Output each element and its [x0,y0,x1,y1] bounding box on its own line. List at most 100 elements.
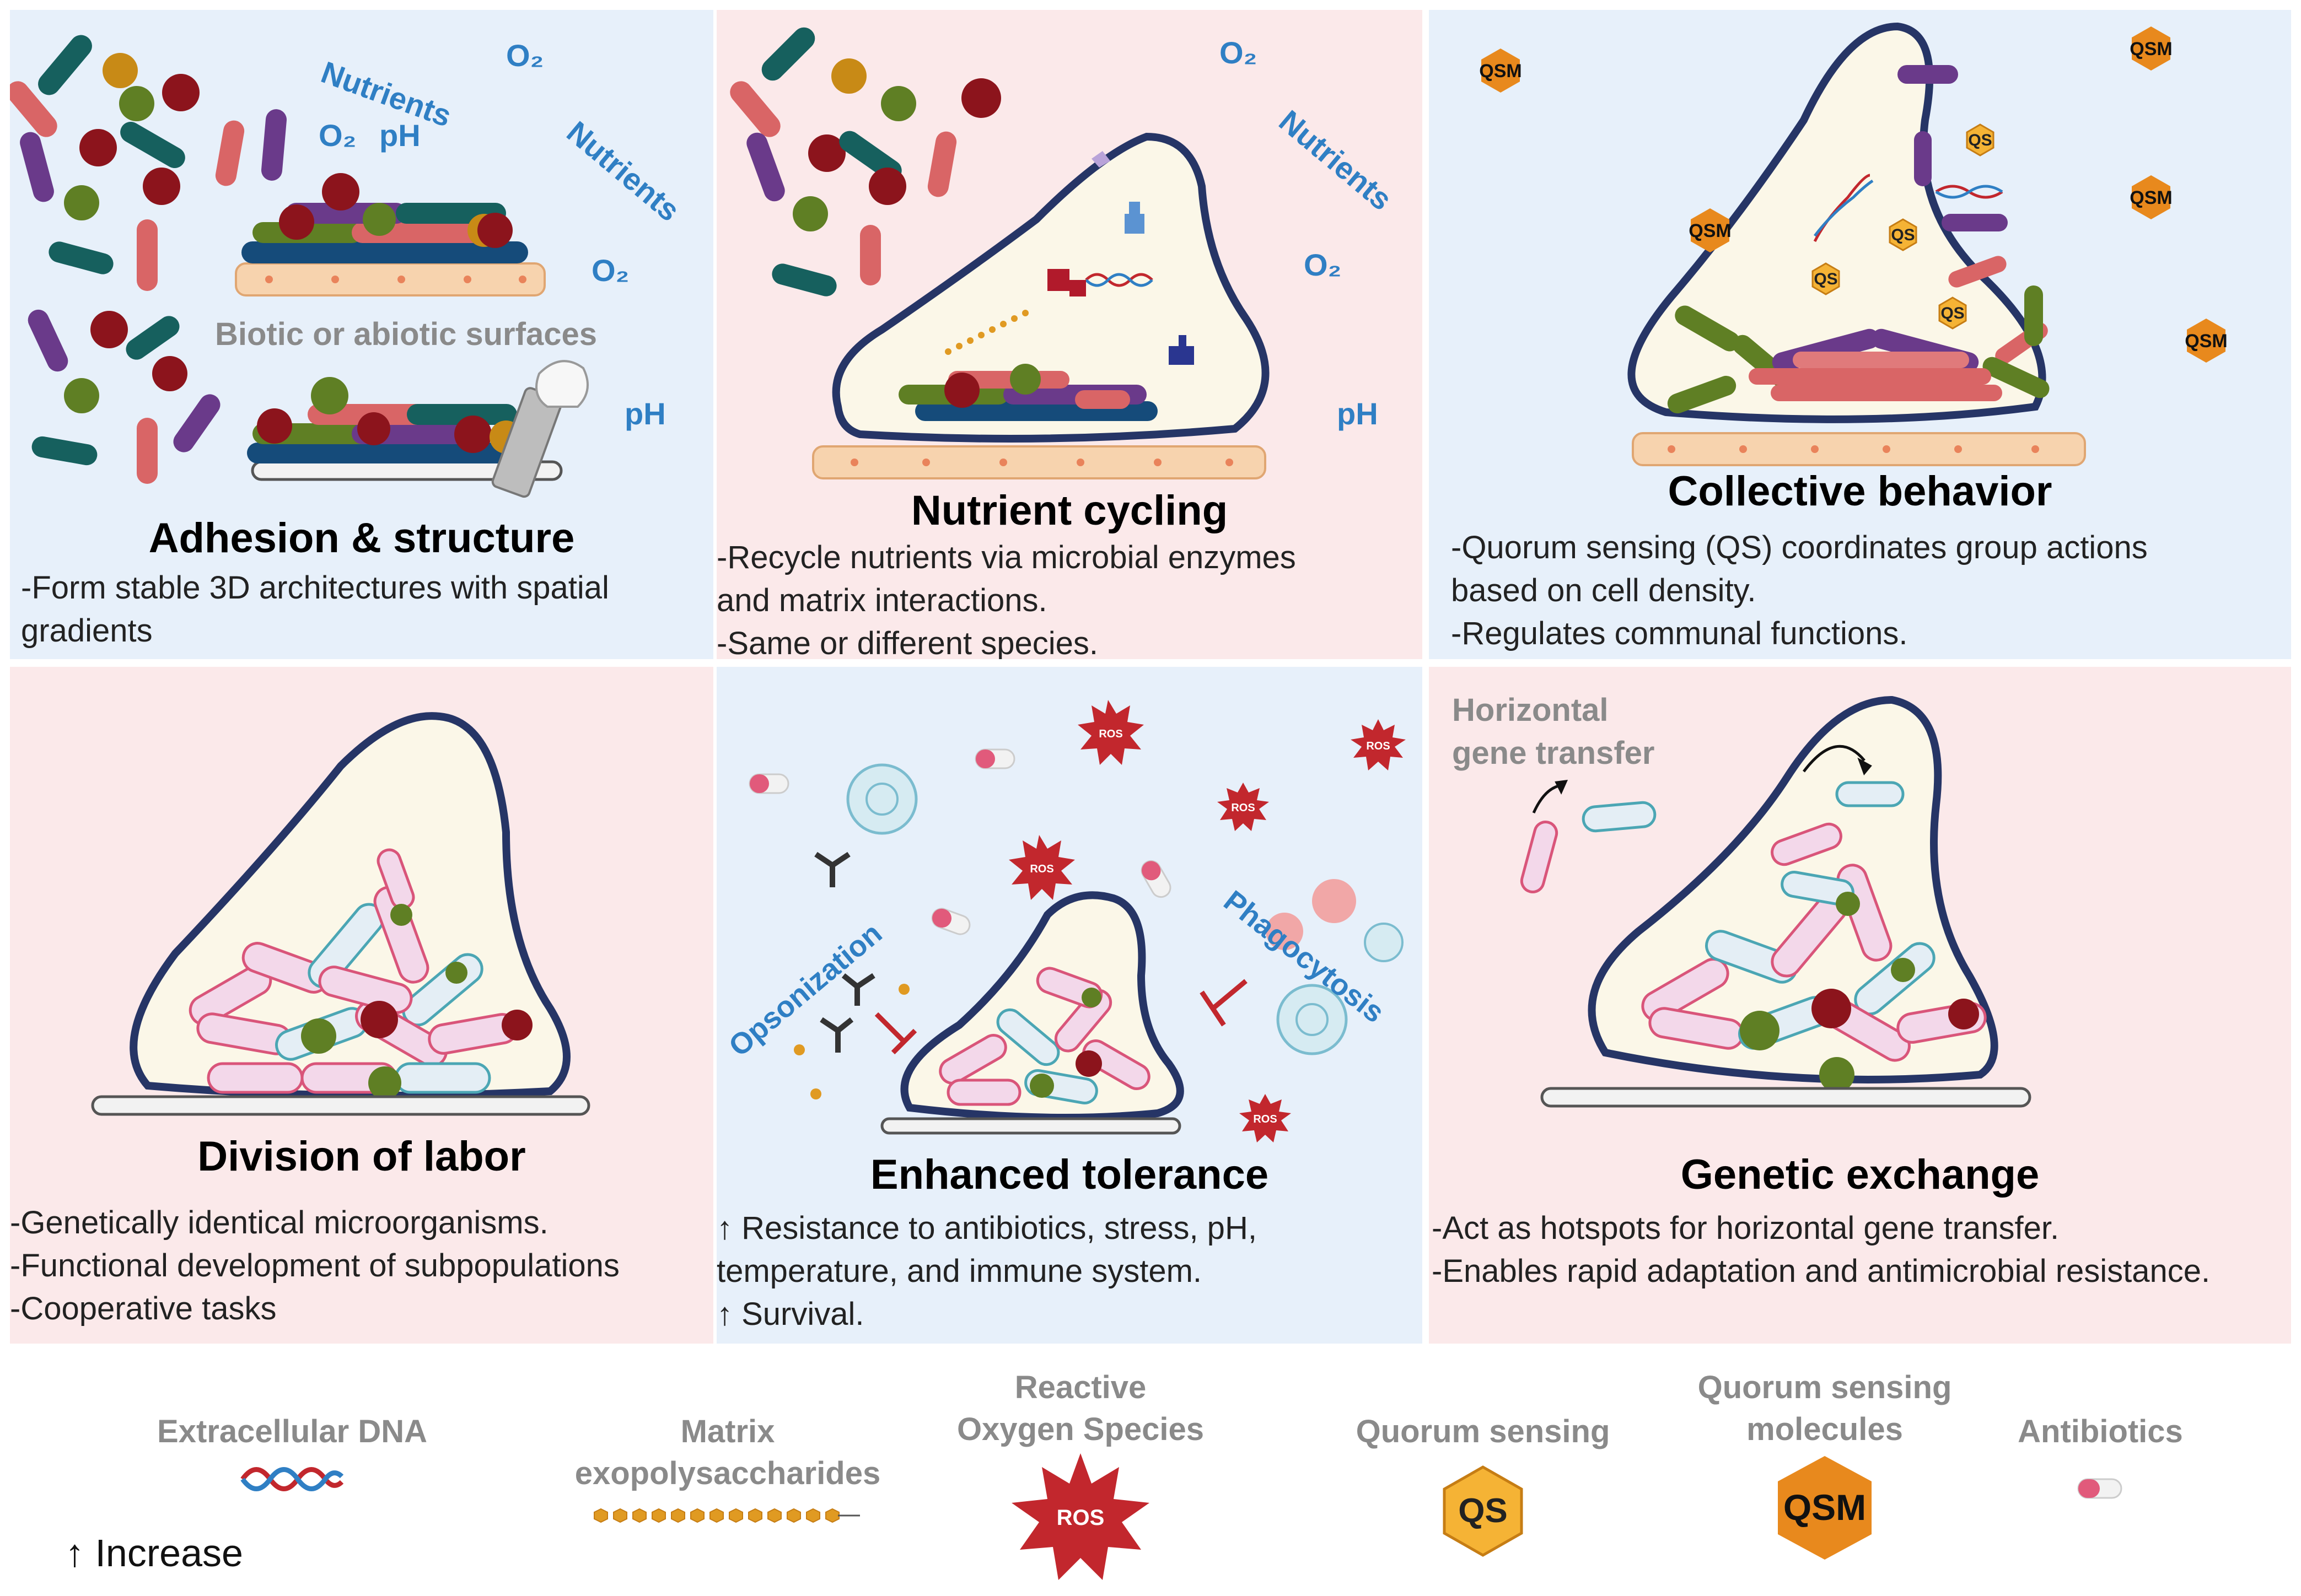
svg-text:QSM: QSM [2185,331,2227,352]
biofilm-bacteria [1667,65,2050,414]
ros-icon-text: ROS [1057,1506,1105,1530]
collective-behavior-illustration: QS QS QS QS QSM QSM QSM QSM QSM [1479,22,2228,466]
svg-text:ROS: ROS [1099,728,1122,740]
desc-line: and matrix interactions. [717,583,1047,618]
svg-text:QS: QS [1814,270,1837,288]
label-ph: pH [1337,396,1378,431]
panel-adhesion: Nutrients O₂ O₂ pH Nutrients O₂ Biotic o… [10,10,713,659]
panel-genetic-exchange: Horizontal gene transfer Genetic exchang… [1429,667,2291,1344]
svg-text:QS: QS [1968,131,1992,149]
panel-desc-genetic-exchange: -Act as hotspots for horizontal gene tra… [1432,1207,2210,1293]
label-o2-2: O₂ [1304,247,1342,282]
label-surfaces: Biotic or abiotic surfaces [215,316,597,352]
desc-line: gradients [21,613,153,649]
biofilm-on-implant [247,360,589,498]
svg-text:ROS: ROS [1366,740,1390,752]
label-o2-2: O₂ [319,118,357,153]
desc-line: -Same or different species. [717,626,1099,659]
legend-matrix: Matrix exopolysaccharides [557,1411,899,1525]
legend-matrix-label: Matrix exopolysaccharides [557,1411,899,1495]
gene-transfer-cells [1520,781,1905,893]
legend-matrix-line: exopolysaccharides [574,1455,881,1491]
qsm-icon: QSM [1778,1456,1872,1560]
adhesion-illustration [10,35,589,498]
panel-desc-adhesion: -Form stable 3D architectures with spati… [21,567,609,653]
legend-edna: Extracellular DNA [143,1411,441,1501]
desc-line: temperature, and immune system. [717,1253,1202,1289]
panel-title-adhesion: Adhesion & structure [148,515,575,562]
antibiotic-capsules [749,748,1171,935]
panel-title-collective-behavior: Collective behavior [1668,468,2052,515]
label-ph-1: pH [379,118,421,153]
legend-ros: Reactive Oxygen Species ROS [932,1367,1229,1583]
desc-line: -Quorum sensing (QS) coordinates group a… [1451,530,2148,565]
svg-text:QSM: QSM [1479,61,1522,82]
qsm-molecules: QSM QSM QSM QSM QSM [1479,26,2228,363]
matrix-exopolysaccharide-icon [594,1508,860,1523]
desc-line: -Cooperative tasks [10,1291,277,1327]
enhanced-tolerance-illustration: ROS ROS ROS ROS ROS [749,700,1406,1142]
panel-desc-division-of-labor: -Genetically identical microorganisms. -… [10,1201,620,1330]
svg-text:QS: QS [1940,304,1964,322]
epithelial-cells [1632,432,2086,466]
desc-line: -Form stable 3D architectures with spati… [21,570,609,606]
label-o2-1: O₂ [506,38,544,73]
desc-line: based on cell density. [1451,573,1756,608]
panel-collective-behavior: QS QS QS QS QSM QSM QSM QSM QSM [1429,10,2291,659]
label-ph-2: pH [625,396,666,431]
panel-desc-nutrient-cycling: -Recycle nutrients via microbial enzymes… [717,536,1296,659]
legend-ros-line: Oxygen Species [956,1411,1205,1447]
legend-antibiotics: Antibiotics [2001,1411,2200,1502]
panel-title-genetic-exchange: Genetic exchange [1680,1151,2040,1198]
legend-edna-label: Extracellular DNA [157,1414,427,1449]
legend-qsm-label: Quorum sensing molecules [1676,1367,1974,1451]
antibody-icons [814,851,875,1053]
panel-desc-enhanced-tolerance: ↑ Resistance to antibiotics, stress, pH,… [717,1207,1257,1336]
qsm-icon-text: QSM [1783,1487,1866,1528]
genetic-exchange-illustration [1520,695,2031,1108]
edna-icon [1813,174,2003,242]
panel-enhanced-tolerance: ROS ROS ROS ROS ROS [717,667,1422,1344]
desc-line: ↑ Survival. [717,1296,864,1332]
hgt-line: gene transfer [1452,735,1655,771]
immune-cells [846,763,1404,1055]
ros-stars: ROS ROS ROS ROS ROS [1009,700,1406,1142]
svg-text:QSM: QSM [1689,220,1731,241]
desc-line: -Regulates communal functions. [1451,616,1908,651]
panel-desc-collective-behavior: -Quorum sensing (QS) coordinates group a… [1451,526,2148,655]
panel-title-nutrient-cycling: Nutrient cycling [911,487,1228,534]
edna-icon [1085,273,1153,287]
hgt-line: Horizontal [1452,692,1609,728]
planktonic-bacteria [730,27,1001,296]
qs-molecules: QS QS QS QS [1811,123,1994,330]
legend-qs: Quorum sensing QS [1334,1411,1632,1562]
desc-line: ↑ Resistance to antibiotics, stress, pH, [717,1210,1257,1246]
legend-increase: ↑ Increase [65,1532,243,1575]
antibiotic-capsule-icon [2077,1478,2122,1499]
legend-qsm: Quorum sensing molecules QSM [1676,1367,1974,1563]
biofilm-cells [189,848,518,1094]
legend-qsm-line: Quorum sensing [1697,1369,1952,1405]
desc-line: -Functional development of subpopulation… [10,1248,620,1284]
desc-line: -Recycle nutrients via microbial enzymes [717,540,1296,575]
ros-icon: ROS [1012,1453,1149,1580]
matrix-exopolysaccharide-chain [945,310,1029,355]
nutrient-cycling-illustration [730,27,1270,479]
panel-title-enhanced-tolerance: Enhanced tolerance [870,1151,1269,1198]
svg-text:ROS: ROS [1231,802,1255,814]
legend-qs-label: Quorum sensing [1356,1414,1610,1449]
epithelial-cells [812,445,1266,479]
svg-text:QSM: QSM [2130,39,2172,60]
panel-title-division-of-labor: Division of labor [197,1133,526,1180]
panel-nutrient-cycling: O₂ Nutrients O₂ pH Nutrient cycling -Rec… [717,10,1422,659]
enzyme-icon [1047,151,1194,365]
panel-division-of-labor: Division of labor -Genetically identical… [10,667,713,1344]
biofilm-bacteria [899,364,1158,421]
svg-text:QS: QS [1891,226,1915,244]
desc-line: -Act as hotspots for horizontal gene tra… [1432,1210,2060,1246]
dental-implant-icon [491,360,589,498]
desc-line: -Enables rapid adaptation and antimicrob… [1432,1253,2211,1289]
legend-ros-label: Reactive Oxygen Species [932,1367,1229,1451]
label-o2-1: O₂ [1219,35,1257,70]
legend: Extracellular DNA ↑ Increase Matrix exop… [0,1345,2301,1596]
